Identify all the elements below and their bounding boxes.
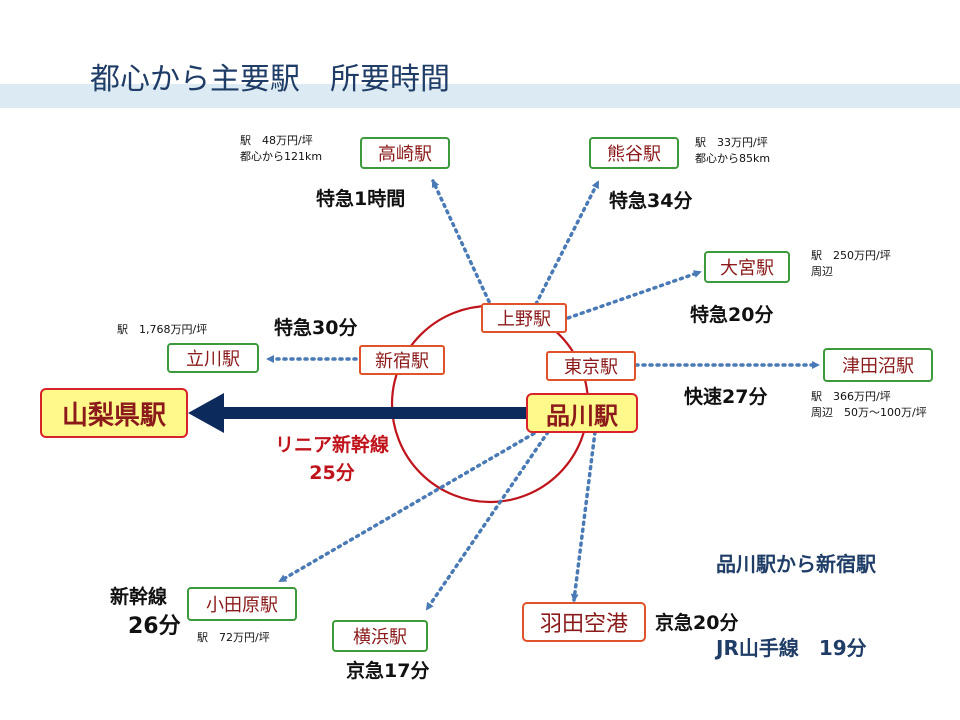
route-shinagawa-yokohama [425,430,550,611]
time-kumagaya: 特急34分 [609,190,693,212]
station-yamanashi: 山梨県駅 [40,388,188,438]
note-omiya-price: 駅 250万円/坪 [811,249,891,262]
note-tsudanuma-area: 周辺 50万～100万/坪 [811,406,927,419]
station-haneda: 羽田空港 [522,602,646,642]
note-tsudanuma-price: 駅 366万円/坪 [811,390,891,403]
time-tachikawa: 特急30分 [274,317,358,339]
linear-arrow-head [188,393,224,433]
station-takasaki: 高崎駅 [360,137,450,169]
station-tachikawa: 立川駅 [167,343,259,373]
note-kumagaya-distance: 都心から85km [695,152,771,165]
linear-line-name: リニア新幹線 [274,434,389,456]
station-ueno: 上野駅 [481,303,567,333]
route-ueno-kumagaya [534,180,600,306]
time-tsudanuma: 快速27分 [684,386,768,408]
note-odawara: 駅 72万円/坪 [197,630,270,646]
station-yokohama: 横浜駅 [332,620,428,652]
note-omiya: 駅 250万円/坪 周辺 [811,248,891,280]
route-ueno-takasaki [431,179,494,310]
station-tokyo: 東京駅 [546,351,636,381]
time-haneda: 京急20分 [655,612,739,634]
note-odawara-price: 駅 72万円/坪 [197,631,270,644]
note-omiya-area: 周辺 [811,265,833,278]
route-ueno-omiya [566,270,702,320]
note-kumagaya-price: 駅 33万円/坪 [695,136,768,149]
station-shinjuku: 新宿駅 [359,345,445,375]
note-takasaki: 駅 48万円/坪 都心から121km [240,133,322,165]
route-shinagawa-odawara [278,428,542,583]
note-takasaki-price: 駅 48万円/坪 [240,134,313,147]
jr-note-line2: JR山手線 19分 [716,636,867,660]
note-kumagaya: 駅 33万円/坪 都心から85km [695,135,770,167]
note-takasaki-distance: 都心から121km [240,150,323,163]
page-title: 都心から主要駅 所要時間 [90,62,450,97]
odawara-line: 新幹線 [110,586,168,608]
linear-arrow-shaft [220,407,526,419]
linear-time: 25分 [309,462,355,484]
title-band [0,84,960,108]
time-yokohama: 京急17分 [346,660,430,682]
time-odawara: 26分 [128,614,181,639]
jr-note-line1: 品川駅から新宿駅 [716,552,876,576]
route-shinagawa-haneda [570,430,597,602]
note-tsudanuma: 駅 366万円/坪 周辺 50万～100万/坪 [811,389,927,421]
jr-yamanote-note: 品川駅から新宿駅 JR山手線 19分 [716,494,876,690]
station-kumagaya: 熊谷駅 [589,137,679,169]
note-tachikawa-price: 駅 1,768万円/坪 [117,323,208,336]
time-omiya: 特急20分 [690,304,774,326]
station-omiya: 大宮駅 [704,251,790,283]
station-odawara: 小田原駅 [187,587,297,621]
note-tachikawa: 駅 1,768万円/坪 [117,322,207,338]
time-takasaki: 特急1時間 [316,188,406,210]
linear-label: リニア新幹線 25分 [248,431,416,487]
station-tsudanuma: 津田沼駅 [823,348,933,382]
station-shinagawa: 品川駅 [526,393,638,433]
